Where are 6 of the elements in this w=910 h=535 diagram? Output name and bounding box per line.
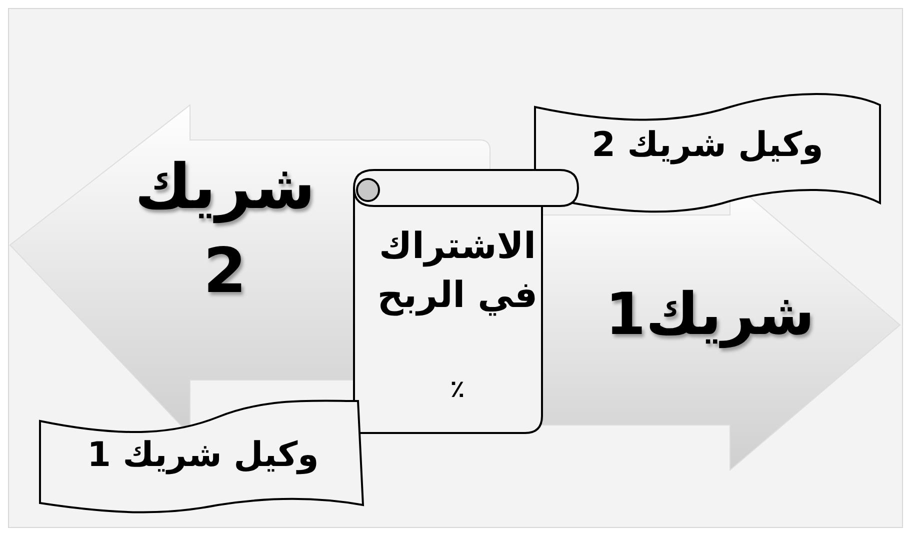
label-text: وكيل شريك 2 — [590, 124, 824, 167]
label-text: شريك1 — [604, 279, 816, 350]
label-text: شريك 2 — [134, 149, 316, 309]
label-text: الاشتراك في الربح — [376, 225, 539, 318]
percent-sign: ٪ — [449, 374, 466, 405]
label-text: وكيل شريك 1 — [86, 434, 320, 477]
